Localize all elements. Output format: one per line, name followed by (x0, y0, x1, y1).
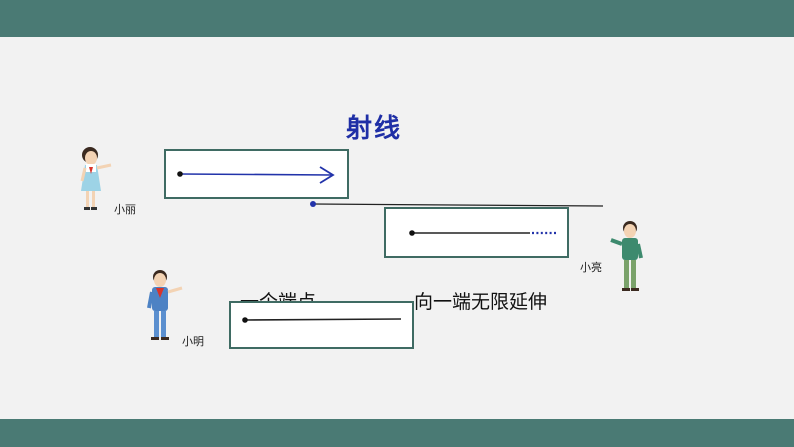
label-xiaoli: 小丽 (114, 203, 136, 216)
top-frame-bar (0, 0, 794, 37)
phrase-extend-one-direction: 向一端无限延伸 (414, 291, 548, 313)
boy-xiaoming-figure (147, 270, 183, 340)
label-xiaoming: 小明 (182, 335, 204, 348)
ray-box-dotted (384, 207, 569, 258)
ray-box-plain (229, 301, 414, 349)
slide-title: 射线 (345, 114, 402, 144)
ray-box-arrow (164, 149, 349, 199)
ray-arrow-drawing (177, 166, 335, 184)
ray-plain-drawing (242, 317, 402, 323)
girl-xiaoli-figure (80, 147, 112, 210)
boy-xiaoliang-figure (610, 221, 643, 291)
ray-dotted-drawing (409, 230, 558, 236)
label-xiaoliang: 小亮 (580, 261, 602, 274)
bottom-frame-bar (0, 419, 794, 447)
